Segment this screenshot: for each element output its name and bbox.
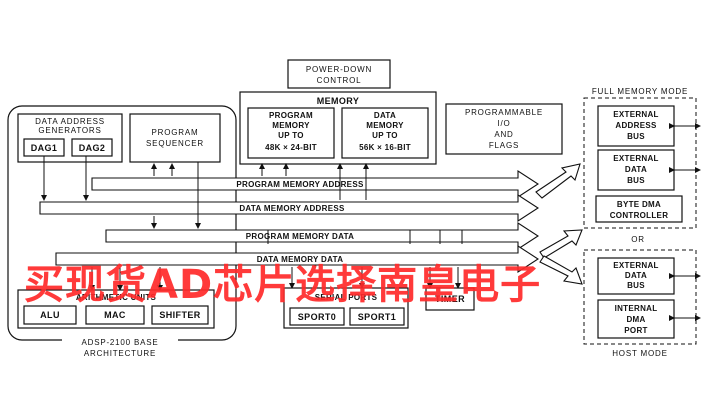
core-caption-2: ARCHITECTURE (84, 349, 156, 358)
bus-arrow-upper (535, 163, 581, 199)
dag2-block: DAG2 (79, 143, 106, 153)
programmable-io-label-4: FLAGS (489, 141, 519, 150)
programmable-io-label-2: I/O (497, 119, 510, 128)
program-memory-label: PROGRAM (269, 111, 313, 120)
alu-block: ALU (40, 310, 60, 320)
shifter-block: SHIFTER (159, 310, 200, 320)
bus-dmd: DATA MEMORY DATA (55, 244, 540, 274)
sport1-block: SPORT1 (358, 312, 396, 322)
mac-block: MAC (104, 310, 126, 320)
full-memory-mode-group: FULL MEMORY MODE EXTERNAL ADDRESS BUS EX… (583, 87, 701, 229)
host-mode-group: EXTERNAL DATA BUS INTERNAL DMA PORT HOST… (583, 249, 701, 358)
bus-dma: DATA MEMORY ADDRESS (39, 193, 540, 223)
programmable-io-block: PROGRAMMABLE I/O AND FLAGS (445, 103, 563, 155)
program-sequencer-block: PROGRAM SEQUENCER (129, 113, 221, 163)
full-memory-mode-title: FULL MEMORY MODE (592, 87, 688, 96)
ext-address-bus-label: EXTERNAL (613, 110, 659, 119)
internal-dma-label: INTERNAL (615, 304, 658, 313)
program-sequencer-label-2: SEQUENCER (146, 139, 204, 148)
data-memory-label-3: UP TO (372, 131, 398, 140)
timer-label: TIMER (435, 294, 465, 304)
timer-block: TIMER (425, 287, 475, 311)
program-memory-label-2: MEMORY (272, 121, 310, 130)
memory-block: MEMORY PROGRAM MEMORY UP TO 48K × 24-BIT… (239, 91, 437, 165)
program-sequencer-label: PROGRAM (152, 128, 199, 137)
program-memory-label-3: UP TO (278, 131, 304, 140)
dma-label: DATA MEMORY ADDRESS (239, 204, 345, 213)
host-ext-data-bus-label-2: DATA (625, 271, 647, 280)
host-ext-data-bus-label-3: BUS (627, 281, 645, 290)
arithmetic-units-block: ARITHMETIC UNITS ALU MAC SHIFTER (17, 289, 215, 329)
watermark-text: 买现货AD芯片选择南皇电子 (24, 262, 542, 308)
bus-pmd: PROGRAM MEMORY DATA (105, 221, 540, 251)
memory-title: MEMORY (317, 96, 360, 106)
core-caption: ADSP-2100 BASE (81, 338, 158, 347)
dmd-label: DATA MEMORY DATA (257, 255, 344, 264)
dag-title-2: GENERATORS (38, 126, 101, 135)
internal-dma-label-2: DMA (626, 315, 645, 324)
ext-data-bus-label-2: DATA (625, 165, 647, 174)
host-mode-title: HOST MODE (612, 349, 668, 358)
internal-dma-label-3: PORT (624, 326, 647, 335)
ext-address-bus-label-2: ADDRESS (615, 121, 657, 130)
pmd-label: PROGRAM MEMORY DATA (246, 232, 355, 241)
core-caption-bg (62, 334, 178, 360)
dag-block: DATA ADDRESS GENERATORS DAG1 DAG2 (17, 113, 123, 163)
power-down-label: POWER-DOWN (306, 65, 372, 74)
data-memory-size: 56K × 16-BIT (359, 143, 411, 152)
sport0-block: SPORT0 (298, 312, 336, 322)
connector-arrows (41, 156, 463, 291)
programmable-io-label-3: AND (494, 130, 513, 139)
pma-label: PROGRAM MEMORY ADDRESS (236, 180, 364, 189)
host-ext-data-bus-label: EXTERNAL (613, 261, 659, 270)
bus-pma: PROGRAM MEMORY ADDRESS (91, 169, 540, 199)
programmable-io-label: PROGRAMMABLE (465, 108, 543, 117)
ext-address-bus-label-3: BUS (627, 132, 645, 141)
dag-title: DATA ADDRESS (35, 117, 105, 126)
ext-data-bus-label-3: BUS (627, 176, 645, 185)
serial-ports-title: SERIAL PORTS (315, 293, 378, 302)
byte-dma-label-2: CONTROLLER (610, 211, 669, 220)
serial-ports-block: SERIAL PORTS SPORT0 SPORT1 (283, 287, 409, 329)
arithmetic-title: ARITHMETIC UNITS (76, 293, 157, 302)
dag1-block: DAG1 (31, 143, 58, 153)
bus-arrow-lower (539, 255, 583, 285)
or-label: OR (631, 235, 645, 244)
ext-data-bus-label: EXTERNAL (613, 154, 659, 163)
power-down-label-2: CONTROL (317, 76, 362, 85)
byte-dma-label: BYTE DMA (617, 200, 661, 209)
power-down-control-block: POWER-DOWN CONTROL (287, 59, 391, 89)
data-memory-label-2: MEMORY (366, 121, 404, 130)
program-memory-size: 48K × 24-BIT (265, 143, 317, 152)
bus-arrow-middle (539, 229, 583, 259)
data-memory-label: DATA (374, 111, 396, 120)
